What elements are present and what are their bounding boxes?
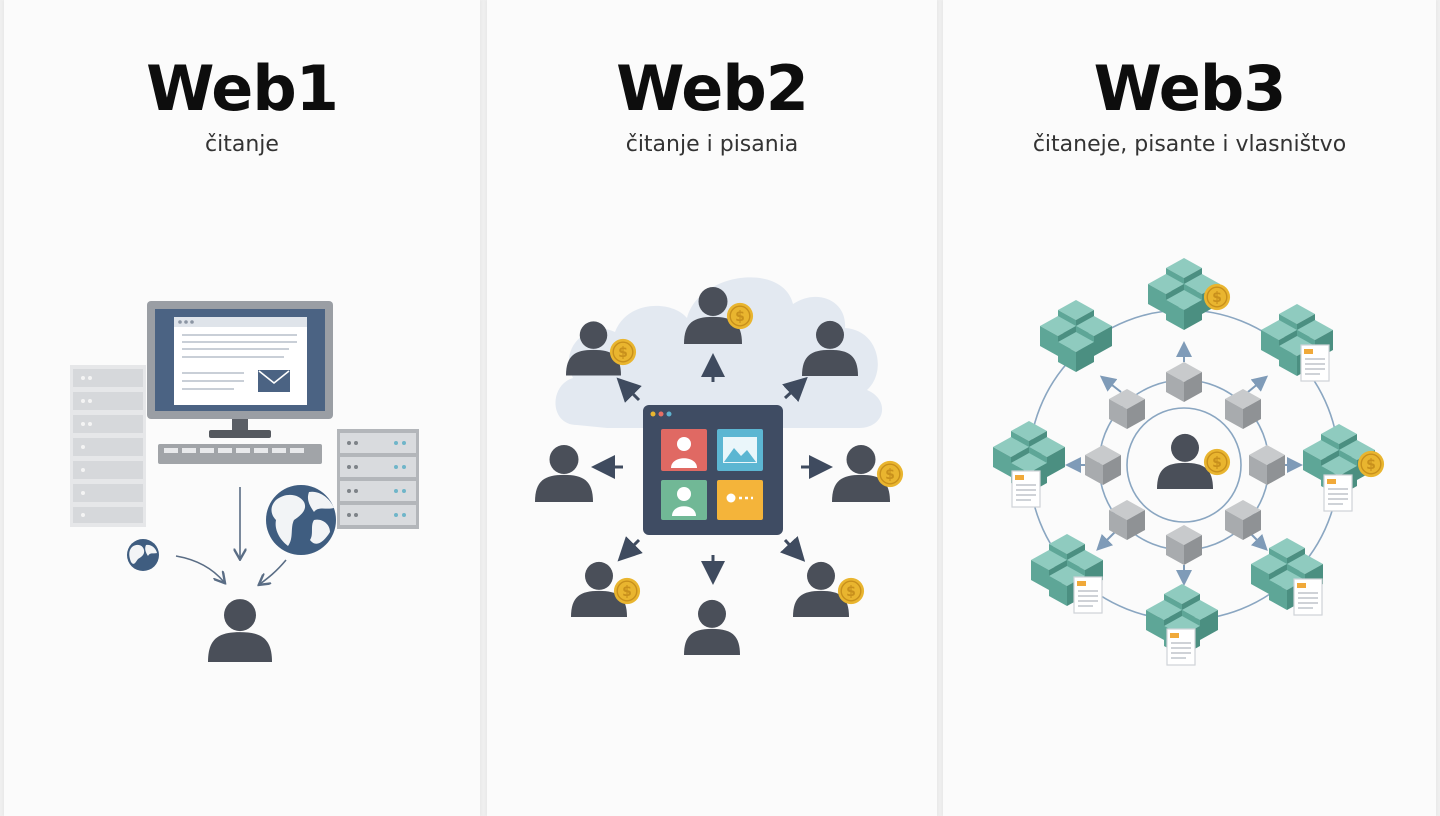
panel-subtitle: čitanje i pisania [625,132,799,157]
node-cube-icon [1249,445,1285,485]
panel-title: Web1 [146,52,339,125]
coin-icon [876,460,904,488]
person-icon [535,444,593,502]
node-cube-icon [1166,525,1202,565]
monitor-icon [147,301,333,438]
globe-small-icon [127,539,159,571]
document-icon [1166,628,1196,666]
person-icon [208,599,272,662]
coin-icon [609,338,637,366]
web3-illustration: $ [943,0,1385,666]
web1-illustration [70,301,419,662]
cube-cluster-icon [1040,300,1112,372]
coin-icon [726,302,754,330]
node-cube-icon [1085,445,1121,485]
web2-illustration: $ [535,277,904,655]
document-icon [1293,578,1323,616]
panel-web3: Web3 čitaneje, pisante i vlasništvo $ [943,0,1436,816]
coin-icon [1357,450,1385,478]
coin-icon [613,577,641,605]
node-cube-icon [1109,389,1145,429]
flow-arrows [1065,341,1303,586]
panel-title: Web3 [1093,52,1287,125]
flow-arrows [175,487,287,584]
node-cube-icon [1166,362,1202,402]
app-grid-icon [643,405,783,535]
panel-subtitle: čitaneje, pisante i vlasništvo [1032,132,1347,157]
globe-large-icon [266,485,336,555]
document-icon [1011,470,1041,508]
document-icon [1073,576,1103,614]
coin-icon [837,577,865,605]
flow-arrows [591,353,833,585]
block-clusters [993,258,1385,666]
node-cube-icon [1225,389,1261,429]
document-icon [1300,344,1330,382]
panel-web1: Web1 čitanje [4,0,480,816]
person-icon [684,599,740,655]
keyboard-icon [158,444,322,464]
server-tower-left-icon [70,365,146,527]
envelope-icon [258,370,290,392]
panel-subtitle: čitanje [205,132,279,157]
node-cube-icon [1225,500,1261,540]
panel-title: Web2 [616,52,809,125]
coin-icon [1203,448,1231,476]
coin-icon [1203,283,1231,311]
server-right-icon [337,429,419,529]
panel-web2: Web2 čitanje i pisania $ [487,0,937,816]
document-icon [1323,474,1353,512]
